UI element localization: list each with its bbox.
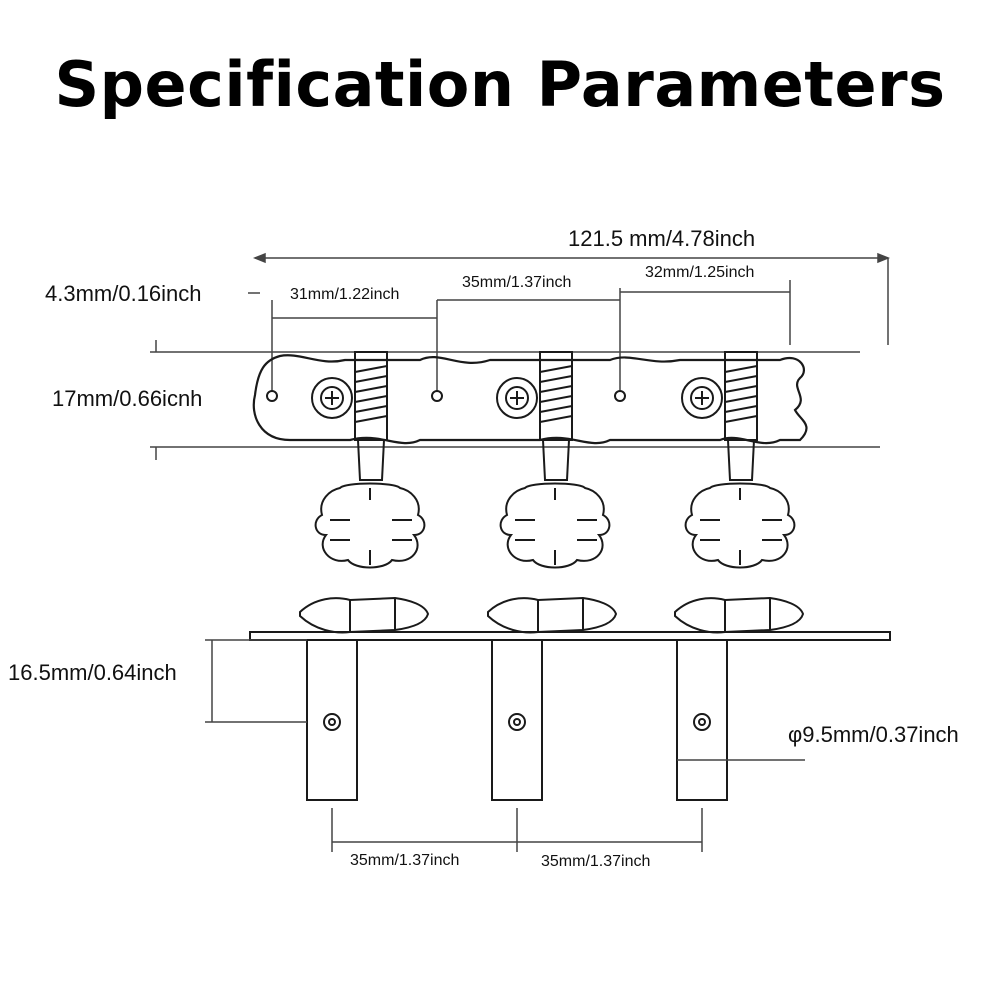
- plate-height-label: 17mm/0.66icnh: [52, 386, 203, 411]
- post-height-label: 16.5mm/0.64inch: [8, 660, 177, 685]
- overall-length-label: 121.5 mm/4.78inch: [568, 226, 756, 251]
- string-post-1: [306, 639, 358, 801]
- worm-gear-3: [724, 351, 758, 481]
- spacing-2-label: 35mm/1.37inch: [462, 274, 572, 291]
- tuner-knob-2: [499, 482, 611, 569]
- spacing-1-label: 31mm/1.22inch: [290, 286, 400, 303]
- string-post-2: [491, 639, 543, 801]
- edge-offset-label: 4.3mm/0.16inch: [45, 281, 202, 306]
- roller-screw-2: [496, 377, 538, 419]
- side-knob-2: [487, 596, 618, 634]
- post-spacing-2-label: 35mm/1.37inch: [541, 853, 651, 870]
- post-spacing-dimension-lines: [331, 808, 703, 852]
- roller-screw-1: [311, 377, 353, 419]
- spacing-3-label: 32mm/1.25inch: [645, 264, 755, 281]
- tuner-plate-top-view: [252, 354, 808, 445]
- post-spacing-1-label: 35mm/1.37inch: [350, 852, 460, 869]
- tuner-knob-3: [684, 482, 796, 569]
- worm-gear-2: [539, 351, 573, 481]
- post-diameter-label: φ9.5mm/0.37inch: [788, 722, 959, 747]
- side-knob-1: [299, 596, 430, 634]
- roller-screw-3: [681, 377, 723, 419]
- overall-length-dimension-line: [252, 252, 891, 345]
- spacing-dimension-lines: [248, 280, 791, 392]
- string-post-3: [676, 639, 728, 801]
- tuner-knob-1: [314, 482, 426, 569]
- worm-gear-1: [354, 351, 388, 481]
- side-knob-3: [674, 596, 805, 634]
- post-height-dimension-line: [205, 639, 307, 723]
- tuner-plate-side-view: [249, 631, 891, 641]
- page-title: Specification Parameters: [54, 48, 946, 121]
